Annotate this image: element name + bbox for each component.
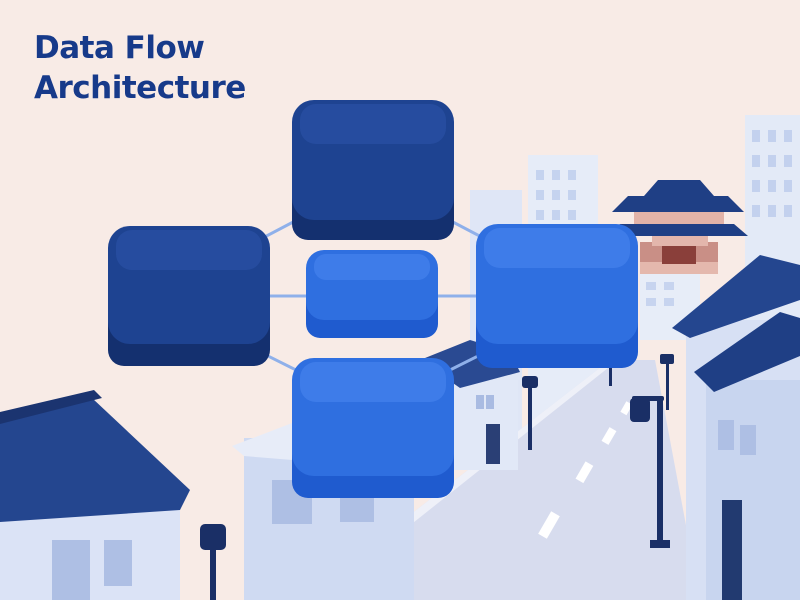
node-right[interactable] bbox=[476, 224, 638, 368]
pagoda-building bbox=[606, 180, 748, 274]
node-bottom[interactable] bbox=[292, 358, 454, 498]
node-center[interactable] bbox=[306, 250, 438, 338]
node-left[interactable] bbox=[108, 226, 270, 366]
title-line-1: Data Flow bbox=[34, 30, 205, 66]
right-houses bbox=[672, 255, 800, 600]
page-title: Data Flow Architecture bbox=[34, 28, 246, 108]
diagram-nodes bbox=[108, 100, 638, 498]
left-house bbox=[0, 390, 190, 600]
title-line-2: Architecture bbox=[34, 70, 246, 106]
node-top[interactable] bbox=[292, 100, 454, 240]
